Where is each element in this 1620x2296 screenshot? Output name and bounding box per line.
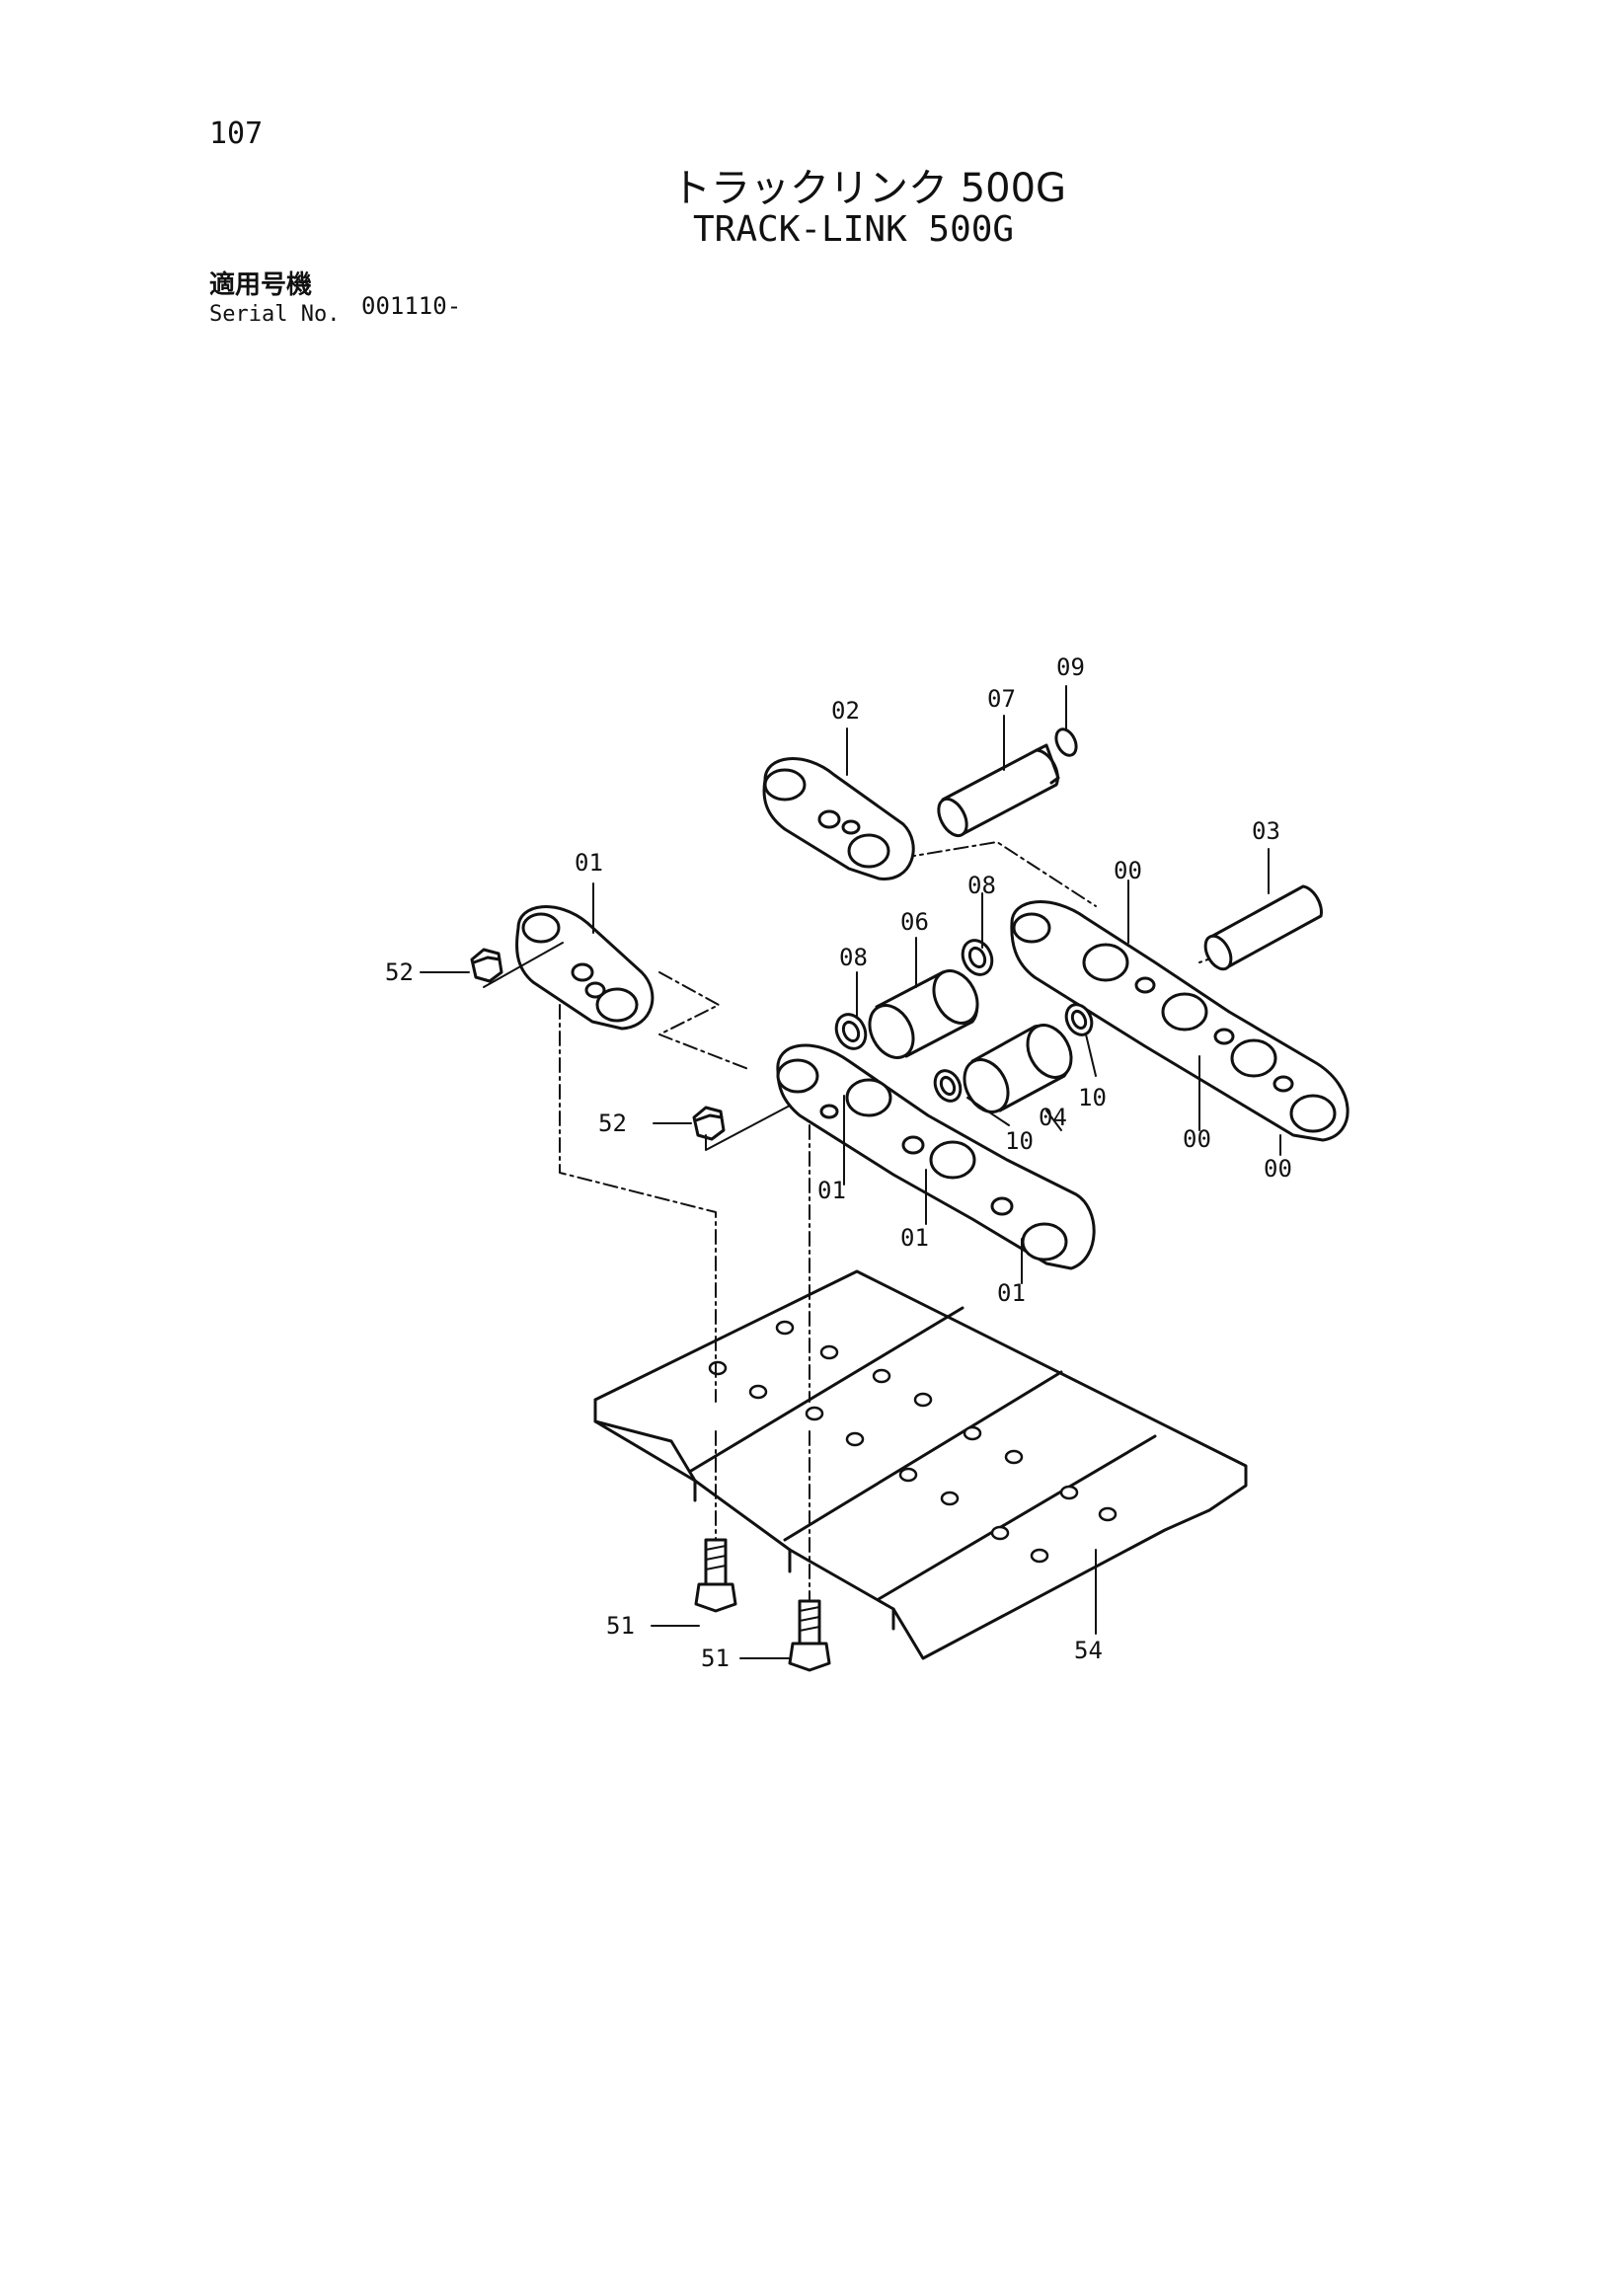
link-01-left (515, 905, 655, 1031)
callout-labels: 09 02 07 03 01 00 08 06 52 08 10 04 10 5… (385, 653, 1292, 1672)
track-shoe-plates (593, 1269, 1248, 1660)
pin-07 (937, 743, 1060, 838)
link-chain-lower (776, 1043, 1096, 1270)
callout-06: 06 (900, 908, 929, 936)
callout-51b: 51 (701, 1645, 730, 1672)
bolt-51-left (694, 1538, 737, 1613)
assembly-lines (559, 841, 1220, 1630)
serial-label-english: Serial No. (209, 302, 341, 327)
callout-54: 54 (1074, 1637, 1103, 1664)
callout-03: 03 (1252, 817, 1280, 845)
callout-00c: 00 (1264, 1155, 1292, 1183)
callout-52a: 52 (385, 958, 414, 986)
pin-03 (1203, 884, 1323, 971)
callout-01c: 01 (900, 1224, 929, 1252)
nut-52-lower (692, 1106, 726, 1141)
nut-52-upper (470, 948, 503, 983)
callout-04: 04 (1039, 1104, 1067, 1131)
snap-ring-09 (1054, 727, 1078, 757)
callout-10a: 10 (1078, 1084, 1107, 1111)
title-english: TRACK-LINK 500G (693, 209, 1015, 250)
callout-09: 09 (1056, 653, 1085, 681)
callout-51a: 51 (606, 1612, 635, 1640)
title-japanese: トラックリンク 500G (671, 166, 1067, 211)
callout-00b: 00 (1183, 1125, 1211, 1153)
serial-label-japanese: 適用号機 (209, 270, 313, 300)
callout-01b: 01 (817, 1177, 846, 1204)
link-02-top (762, 757, 915, 880)
callout-10b: 10 (1005, 1127, 1034, 1155)
callout-02: 02 (831, 697, 860, 725)
callout-08a: 08 (967, 872, 996, 899)
callout-52b: 52 (598, 1110, 627, 1137)
callout-08b: 08 (839, 944, 868, 971)
link-chain-right (1010, 900, 1350, 1142)
callout-01d: 01 (997, 1279, 1026, 1307)
callout-01a: 01 (575, 849, 603, 877)
bolt-51-right (788, 1599, 831, 1672)
serial-value: 001110- (361, 292, 462, 320)
leader-lines (420, 685, 1281, 1659)
spacers-10 (933, 1003, 1094, 1103)
bushing-06 (868, 969, 979, 1059)
seals-08 (834, 939, 994, 1050)
bushing-04 (963, 1024, 1073, 1113)
callout-00a: 00 (1114, 857, 1142, 884)
callout-07: 07 (987, 685, 1016, 713)
page-number: 107 (209, 116, 264, 151)
